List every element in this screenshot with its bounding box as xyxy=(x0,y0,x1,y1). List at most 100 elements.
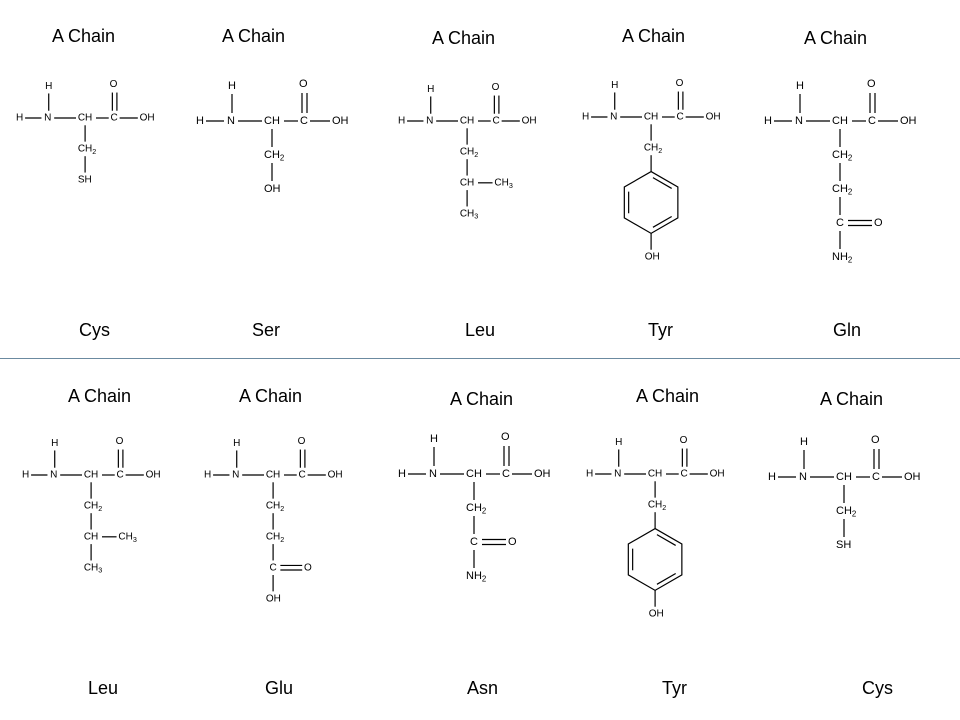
oxygen-atom: O xyxy=(508,536,517,548)
side-chain-atom: CH2 xyxy=(266,531,284,543)
alpha-carbon: CH xyxy=(264,115,280,127)
oxygen-atom: O xyxy=(501,431,510,443)
chain-label: A Chain xyxy=(222,26,286,46)
hydrogen-atom: H xyxy=(204,470,211,481)
side-chain-atom: CH2 xyxy=(832,183,852,196)
oxygen-atom: O xyxy=(871,434,880,446)
nitrogen-atom: N xyxy=(227,115,235,127)
hydrogen-atom: H xyxy=(233,438,240,449)
residue-name: Leu xyxy=(465,320,496,340)
chain-label: A Chain xyxy=(804,28,868,48)
nitrogen-atom: N xyxy=(426,116,433,127)
hydrogen-atom: H xyxy=(615,437,622,448)
residue-name: Gln xyxy=(833,320,862,340)
ring-double-bond xyxy=(656,534,676,546)
nitrogen-atom: N xyxy=(232,470,239,481)
hydrogen-atom: H xyxy=(582,112,589,123)
nitrogen-atom: N xyxy=(50,470,57,481)
residue-name: Asn xyxy=(467,678,499,698)
chain-label: A Chain xyxy=(622,26,686,46)
side-chain-atom: SH xyxy=(836,539,851,551)
side-chain-atom: CH2 xyxy=(832,149,852,162)
hydrogen-atom: H xyxy=(16,113,23,124)
residue-name: Tyr xyxy=(662,678,687,698)
methyl-group: CH3 xyxy=(118,531,136,543)
hydroxyl-group: OH xyxy=(706,112,721,123)
amide-carbon: C xyxy=(470,536,478,548)
carbonyl-carbon: C xyxy=(872,471,880,483)
residue-name: Tyr xyxy=(648,320,673,340)
side-chain-atom: CH3 xyxy=(460,208,478,220)
oxygen-atom: O xyxy=(110,79,118,90)
benzene-ring xyxy=(627,527,683,592)
oxygen-atom: O xyxy=(299,78,308,90)
carbonyl-carbon: C xyxy=(300,115,308,127)
chain-label: A Chain xyxy=(239,386,303,406)
chain-label: A Chain xyxy=(820,389,884,409)
side-chain-atom: CH2 xyxy=(266,501,284,513)
side-chain-atom: SH xyxy=(78,174,92,185)
hydroxyl-group: OH xyxy=(534,468,551,480)
oxygen-atom: O xyxy=(874,217,883,229)
hydrogen-atom: H xyxy=(22,470,29,481)
hydroxyl-group: OH xyxy=(904,471,921,483)
side-chain-atom: CH xyxy=(460,177,474,188)
carbonyl-carbon: C xyxy=(502,468,510,480)
oxygen-atom: O xyxy=(680,435,688,446)
side-chain-atom: NH2 xyxy=(832,251,852,264)
ring-double-bond xyxy=(652,177,672,189)
ring-double-bond xyxy=(656,572,676,585)
oxygen-atom: O xyxy=(676,78,684,89)
nitrogen-atom: N xyxy=(799,471,807,483)
chain-label: A Chain xyxy=(68,386,132,406)
hydroxyl-group: OH xyxy=(710,469,725,480)
nitrogen-atom: N xyxy=(795,115,803,127)
hydrogen-atom: H xyxy=(768,471,776,483)
chain-label: A Chain xyxy=(432,28,496,48)
hydroxyl-group: OH xyxy=(522,116,537,127)
alpha-carbon: CH xyxy=(836,471,852,483)
hydrogen-atom: H xyxy=(398,116,405,127)
carbonyl-carbon: C xyxy=(677,112,684,123)
hydroxyl-group: OH xyxy=(645,252,660,263)
oxygen-atom: O xyxy=(492,82,500,93)
nitrogen-atom: N xyxy=(614,469,621,480)
alpha-carbon: CH xyxy=(460,116,474,127)
hydrogen-atom: H xyxy=(764,115,772,127)
carbonyl-carbon: C xyxy=(111,113,118,124)
amide-carbon: C xyxy=(836,217,844,229)
carbonyl-carbon: C xyxy=(117,470,124,481)
hydrogen-atom: H xyxy=(196,115,204,127)
hydroxyl-group: OH xyxy=(140,113,155,124)
alpha-carbon: CH xyxy=(644,112,658,123)
chain-label: A Chain xyxy=(636,386,700,406)
nitrogen-atom: N xyxy=(610,112,617,123)
carbonyl-carbon: C xyxy=(868,115,876,127)
nitrogen-atom: N xyxy=(429,468,437,480)
side-chain-atom: CH2 xyxy=(836,505,856,518)
side-chain-atom: CH2 xyxy=(78,144,96,156)
carbonyl-carbon: C xyxy=(493,116,500,127)
side-chain-atom: OH xyxy=(264,183,281,195)
side-chain-atom: CH3 xyxy=(84,562,102,574)
side-chain-atom: CH xyxy=(84,531,98,542)
side-chain-atom: CH2 xyxy=(466,502,486,515)
residue-name: Leu xyxy=(88,678,119,698)
row-divider xyxy=(0,358,960,359)
hydrogen-atom: H xyxy=(611,80,618,91)
alpha-carbon: CH xyxy=(466,468,482,480)
oxygen-atom: O xyxy=(867,78,876,90)
residue-name: Glu xyxy=(265,678,294,698)
hydrogen-atom: H xyxy=(427,84,434,95)
hydroxyl-group: OH xyxy=(900,115,917,127)
hydroxyl-group: OH xyxy=(332,115,349,127)
methyl-group: CH3 xyxy=(494,177,512,189)
side-chain-atom: CH2 xyxy=(460,147,478,159)
chain-label: A Chain xyxy=(52,26,116,46)
hydrogen-atom: H xyxy=(796,80,804,92)
hydrogen-atom: H xyxy=(228,80,236,92)
oxygen-atom: O xyxy=(298,436,306,447)
residue-name: Cys xyxy=(79,320,110,340)
hydrogen-atom: H xyxy=(430,433,438,445)
side-chain-atom: CH2 xyxy=(264,149,284,162)
